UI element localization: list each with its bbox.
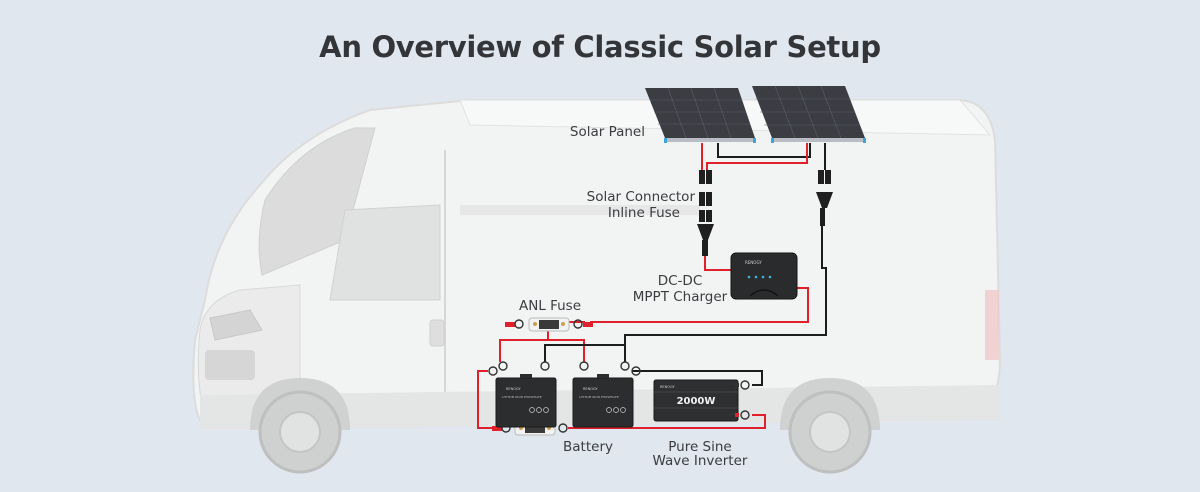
- solar-panel-1[interactable]: [645, 87, 756, 143]
- battery-2[interactable]: RENOGY LITHIUM IRON PHOSPHATE: [572, 374, 634, 428]
- battery-label: Battery: [563, 439, 613, 455]
- solar-panel-label: Solar Panel: [569, 124, 645, 140]
- charger-label-line1: DC-DC: [657, 273, 703, 289]
- inverter-rating: 2000W: [677, 396, 716, 407]
- inverter-label-line1: Pure Sine: [668, 439, 732, 455]
- solar-connector-inline-fuse[interactable]: [697, 170, 714, 256]
- van-illustration: [192, 99, 1002, 474]
- anl-fuse-label: ANL Fuse: [518, 298, 582, 314]
- dc-dc-mppt-charger[interactable]: RENOGY: [730, 252, 798, 300]
- battery-1[interactable]: RENOGY LITHIUM IRON PHOSPHATE: [495, 374, 557, 428]
- battery-brand: RENOGY: [506, 387, 522, 391]
- led-indicator: [747, 275, 751, 279]
- led-indicator: [754, 275, 758, 279]
- solar-connector-label: Solar Connector Inline Fuse: [560, 189, 695, 221]
- pure-sine-wave-inverter[interactable]: RENOGY 2000W: [653, 379, 739, 422]
- solar-connector-negative[interactable]: [816, 170, 833, 226]
- ring-terminals: [488, 361, 750, 420]
- battery-brand: RENOGY: [583, 387, 599, 391]
- anl-fuse-top[interactable]: [505, 317, 593, 332]
- led-indicator: [761, 275, 765, 279]
- solar-connector-label-line1: Solar Connector: [586, 189, 695, 205]
- battery-model: LITHIUM IRON PHOSPHATE: [579, 395, 619, 399]
- inverter-brand: RENOGY: [660, 385, 676, 389]
- battery-model: LITHIUM IRON PHOSPHATE: [502, 395, 542, 399]
- charger-brand: RENOGY: [745, 260, 762, 265]
- page-title: An Overview of Classic Solar Setup: [319, 30, 881, 64]
- inverter-label-line2: Wave Inverter: [652, 453, 748, 469]
- charger-label: DC-DC MPPT Charger: [620, 273, 740, 305]
- inverter-label: Pure Sine Wave Inverter: [640, 440, 760, 468]
- solar-connector-label-line2: Inline Fuse: [607, 205, 680, 221]
- charger-label-line2: MPPT Charger: [632, 289, 728, 305]
- led-indicator: [768, 275, 772, 279]
- solar-panel-2[interactable]: [752, 85, 866, 143]
